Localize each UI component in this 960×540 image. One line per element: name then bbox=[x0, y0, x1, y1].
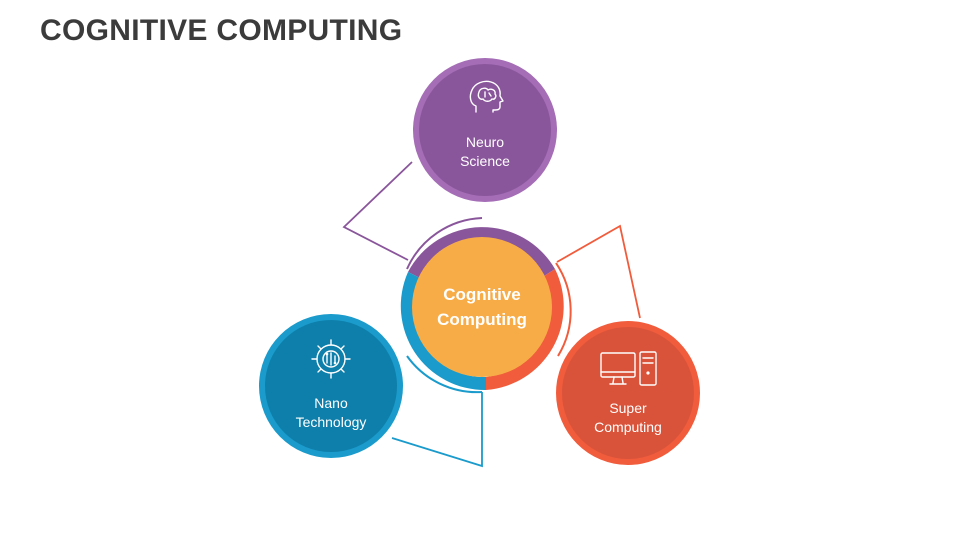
node-super-computing: Super Computing bbox=[556, 321, 700, 465]
center-ring-orange bbox=[486, 269, 564, 390]
center-ring-purple bbox=[408, 227, 555, 278]
circuit-gear-icon bbox=[311, 339, 351, 379]
brain-head-icon bbox=[469, 80, 504, 113]
node-neuro-science: Neuro Science bbox=[413, 58, 557, 202]
node-nano-technology: Nano Technology bbox=[259, 314, 403, 458]
connector-super bbox=[556, 224, 641, 319]
connector-nano bbox=[391, 392, 483, 468]
center-ring-blue bbox=[400, 272, 486, 391]
node-neuro-label-line1: Neuro bbox=[466, 134, 504, 150]
node-neuro-label-line2: Science bbox=[460, 153, 510, 169]
center-node: Cognitive Computing bbox=[412, 237, 552, 377]
node-nano-label-line1: Nano bbox=[314, 395, 348, 411]
center-label-line2: Computing bbox=[437, 310, 527, 329]
node-super-label-line2: Computing bbox=[594, 419, 662, 435]
center-outer-arc-right bbox=[555, 262, 572, 357]
desktop-computer-icon bbox=[600, 351, 657, 386]
node-nano-label-line2: Technology bbox=[296, 414, 367, 430]
center-label-line1: Cognitive bbox=[443, 285, 520, 304]
center-outer-arc-top bbox=[406, 217, 483, 270]
center-outer-arc-left bbox=[406, 355, 483, 394]
page-title: COGNITIVE COMPUTING bbox=[40, 14, 403, 47]
connector-neuro bbox=[342, 161, 413, 261]
node-super-label-line1: Super bbox=[609, 400, 647, 416]
